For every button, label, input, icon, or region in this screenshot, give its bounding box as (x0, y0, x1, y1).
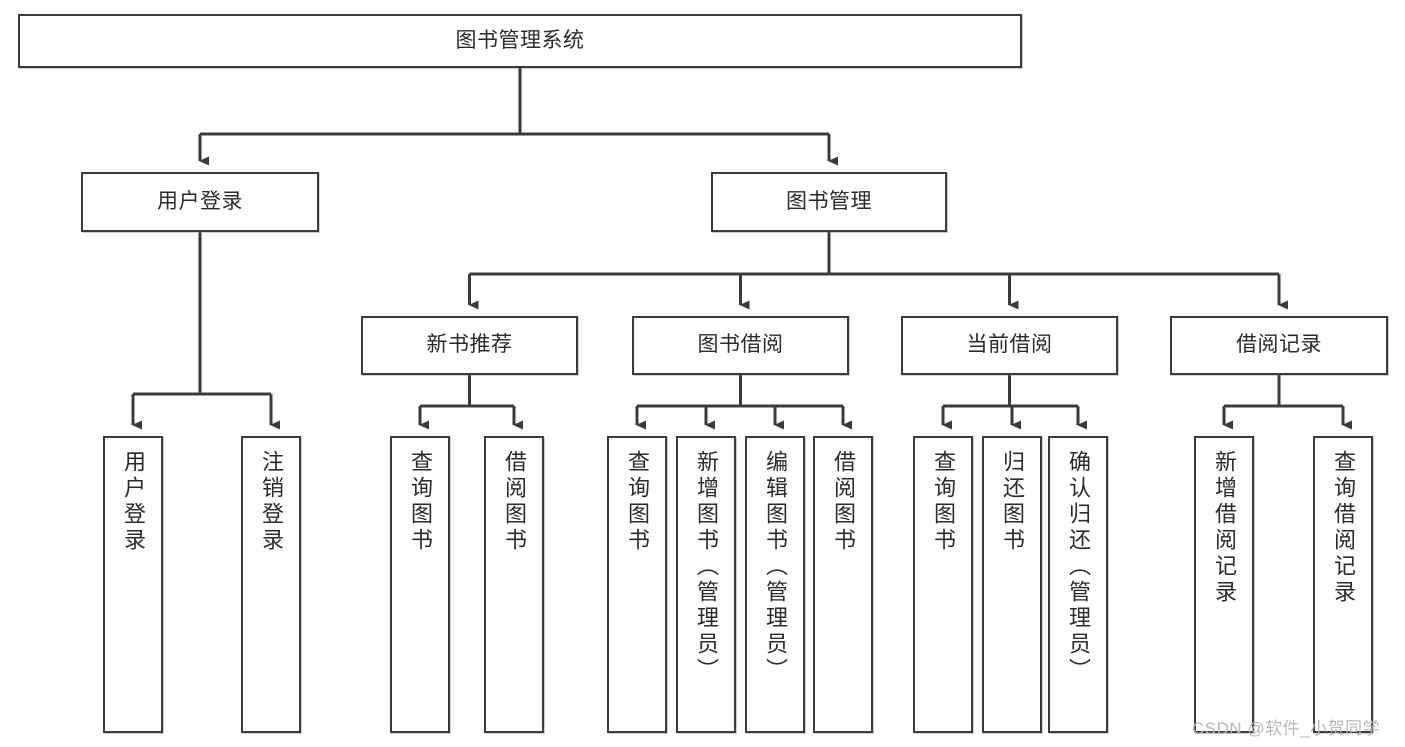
node-label: 新书推荐 (426, 333, 513, 357)
node-label: 注销登录 (259, 450, 284, 554)
watermark-text: CSDN @软件_小贺同学 (1192, 719, 1381, 738)
node-leaf-query-3[interactable]: 查询图书 (913, 436, 973, 733)
node-label: 借阅图书 (502, 450, 527, 554)
node-leaf-user-login[interactable]: 用户登录 (103, 436, 163, 733)
node-leaf-edit-book[interactable]: 编辑图书（管理员） (745, 436, 805, 733)
node-label: 查询借阅记录 (1331, 450, 1356, 606)
node-leaf-return[interactable]: 归还图书 (982, 436, 1042, 733)
node-label: 编辑图书（管理员） (763, 450, 788, 684)
node-borrow-records[interactable]: 借阅记录 (1170, 316, 1388, 375)
node-leaf-add-book[interactable]: 新增图书（管理员） (676, 436, 736, 733)
node-label: 用户登录 (121, 450, 146, 554)
node-leaf-query-2[interactable]: 查询图书 (607, 436, 667, 733)
node-new-book-rec[interactable]: 新书推荐 (361, 316, 578, 375)
node-leaf-confirm[interactable]: 确认归还（管理员） (1048, 436, 1108, 733)
node-label: 图书管理系统 (455, 28, 585, 52)
node-label: 查询图书 (931, 450, 956, 554)
node-leaf-add-rec[interactable]: 新增借阅记录 (1194, 436, 1254, 733)
node-root[interactable]: 图书管理系统 (18, 14, 1022, 68)
node-label: 图书借阅 (697, 333, 784, 357)
node-label: 查询图书 (625, 450, 650, 554)
node-label: 图书管理 (786, 189, 872, 213)
node-leaf-query-1[interactable]: 查询图书 (390, 436, 450, 733)
node-leaf-borrow-1[interactable]: 借阅图书 (484, 436, 544, 733)
node-label: 归还图书 (1000, 450, 1025, 554)
node-leaf-borrow-2[interactable]: 借阅图书 (813, 436, 873, 733)
node-leaf-query-rec[interactable]: 查询借阅记录 (1313, 436, 1373, 733)
node-label: 用户登录 (157, 189, 243, 213)
node-book-borrow[interactable]: 图书借阅 (632, 316, 849, 375)
node-label: 新增借阅记录 (1212, 450, 1237, 606)
node-book-mgmt[interactable]: 图书管理 (711, 172, 947, 232)
node-label: 确认归还（管理员） (1066, 450, 1091, 684)
node-current-borrow[interactable]: 当前借阅 (901, 316, 1118, 375)
node-label: 查询图书 (408, 450, 433, 554)
node-label: 借阅图书 (831, 450, 856, 554)
node-leaf-logout[interactable]: 注销登录 (241, 436, 301, 733)
node-label: 借阅记录 (1236, 333, 1322, 357)
node-label: 当前借阅 (966, 333, 1053, 357)
node-label: 新增图书（管理员） (694, 450, 719, 684)
node-user-login[interactable]: 用户登录 (81, 172, 319, 232)
